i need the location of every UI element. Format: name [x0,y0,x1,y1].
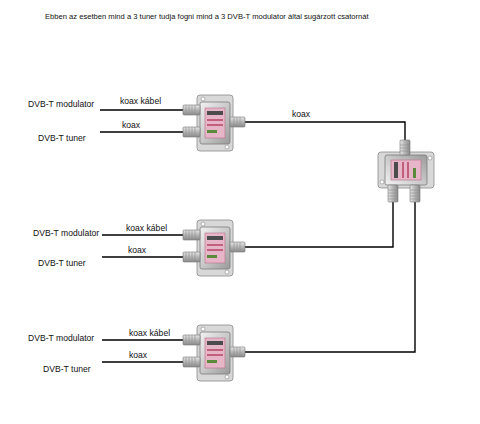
device-label: DVB-T modulator [28,334,94,343]
device-label: DVB-T modulator [33,229,99,238]
cable-label: koax kábel [126,224,167,233]
title-text: Ebben az esetben mind a 3 tuner tudja fo… [45,13,369,21]
cable-label: koax [128,246,146,255]
cable-label: koax [292,110,310,119]
device-label: DVB-T tuner [38,134,86,143]
cable-label: koax [122,121,140,130]
cable-label: koax kábel [129,329,170,338]
cable-label: koax [129,351,147,360]
device-label: DVB-T modulator [28,100,94,109]
cable-label: koax kábel [120,97,161,106]
device-label: DVB-T tuner [43,365,91,374]
device-label: DVB-T tuner [38,259,86,268]
